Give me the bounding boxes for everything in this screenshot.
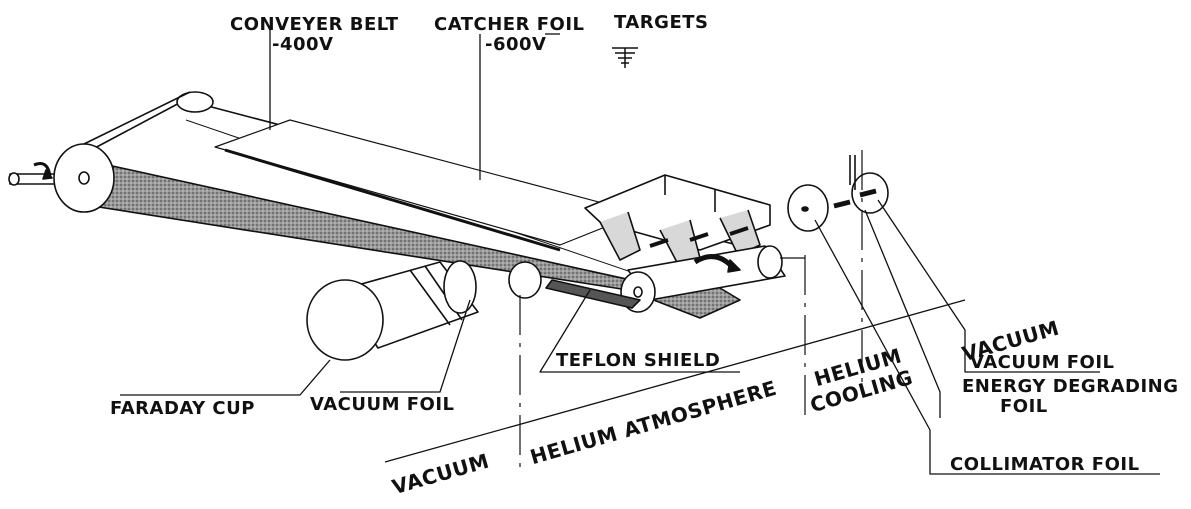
vacuum-foil-right-disk [851,172,889,214]
label-vacuum-foil-right: VACUUM FOIL [970,352,1115,373]
targets-housing [584,174,771,269]
label-catcher-voltage: -600V [485,34,547,55]
ground-symbol [612,47,638,68]
label-teflon-shield: TEFLON SHIELD [556,350,721,371]
label-catcher-foil: CATCHER FOIL [434,14,585,35]
label-targets: TARGETS [614,12,709,33]
axle-shaft [8,162,59,186]
label-collimator-foil: COLLIMATOR FOIL [950,454,1140,475]
label-faraday-cup: FARADAY CUP [110,398,255,419]
label-energy-degrading-1: ENERGY DEGRADING [962,376,1179,397]
label-energy-degrading-2: FOIL [1000,396,1048,417]
partition-lines [519,150,863,470]
faraday-cup [306,260,479,361]
collimator-foil-disk [787,184,829,232]
vacuum-foil-left-disk [508,261,542,299]
label-vacuum-foil-left: VACUUM FOIL [310,394,455,415]
far-roller [176,91,214,113]
leader-lines [120,30,1160,475]
lower-right-roller [757,245,783,279]
label-conveyer-voltage: -400V [272,34,334,55]
atmosphere-baseline [384,299,966,463]
label-conveyer-belt: CONVEYER BELT [230,14,399,35]
teflon-shield [545,279,641,309]
